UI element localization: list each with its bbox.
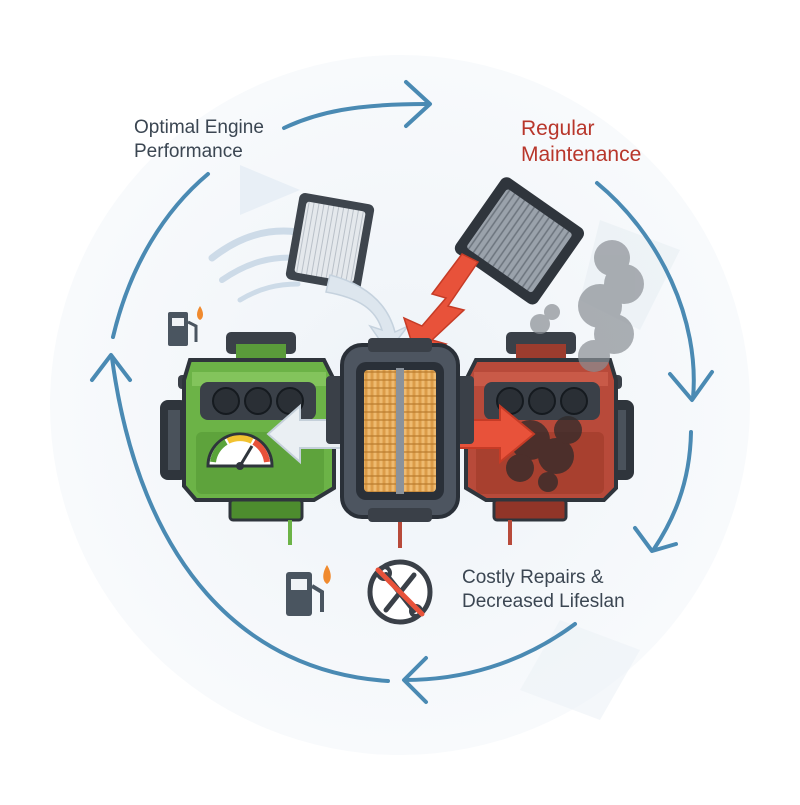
regular-maintenance-label: Regular Maintenance [521,116,641,169]
cycle-arrowhead-top [404,80,432,128]
optimal-label-line1: Optimal Engine [134,117,264,138]
cycle-arc-left [110,356,390,683]
cycle-arrowhead-right-lower [633,526,678,553]
optimal-performance-label: Optimal Engine Performance [134,116,264,164]
costly-label-line1: Costly Repairs & [462,567,604,588]
cycle-arc-bottom [403,622,577,682]
background-shape [520,620,640,720]
cycle-arrowhead-left [90,353,132,382]
air-filter-icon [285,193,375,291]
cycle-arrowhead-right-upper [668,370,714,402]
cycle-arc-right-lower [652,430,693,551]
maintenance-label-line2: Maintenance [521,143,642,167]
fuel-pump-icon [168,306,203,346]
fuel-pump-icon [286,565,331,616]
cycle-arc-top [282,102,428,130]
no-tools-icon [367,559,433,625]
cycle-arrows [90,80,714,704]
cycle-arc-top-left [111,172,210,339]
maintenance-label-line1: Regular [521,117,595,140]
optimal-label-line2: Performance [134,140,243,162]
cycle-arc-right-upper [595,181,696,400]
costly-label-line2: Decreased Lifeslan [462,590,625,612]
cycle-arrowhead-bottom [402,656,428,704]
smoke-icon [530,240,644,372]
gauge-icon [206,432,274,470]
costly-repairs-label: Costly Repairs & Decreased Lifeslan [462,566,625,614]
air-filter-icon [454,177,585,305]
oil-filter [326,338,474,548]
healthy-engine [160,332,336,545]
background-triangle [240,165,300,215]
